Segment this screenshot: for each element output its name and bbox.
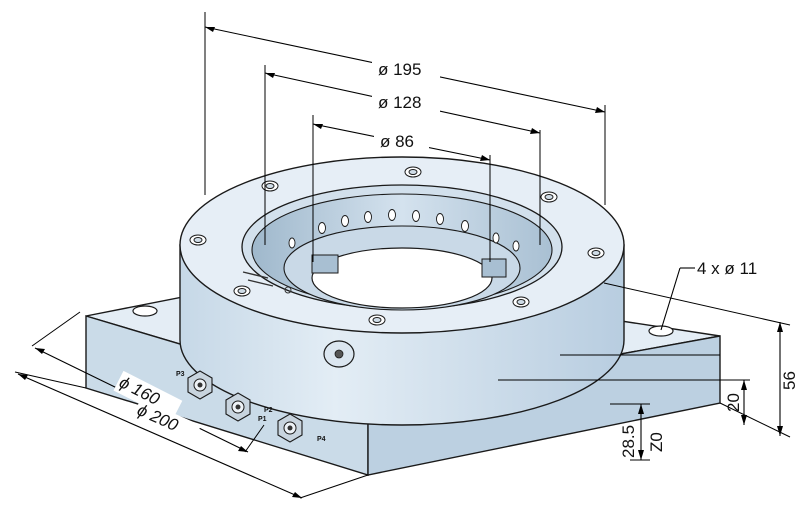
cylinder-body <box>179 156 625 426</box>
port-label-p4: P4 <box>317 436 326 443</box>
fitting-p2-p4 <box>277 413 303 443</box>
label-d195: ø 195 <box>378 60 421 79</box>
port-label-p2: P2 <box>264 407 273 414</box>
locking-element <box>481 258 507 278</box>
mounting-hole <box>132 305 158 317</box>
label-d128: ø 128 <box>378 93 421 112</box>
fitting-p3 <box>187 370 213 400</box>
label-d86: ø 86 <box>380 132 414 151</box>
bore-hole <box>311 247 493 309</box>
mounting-hole <box>648 325 674 337</box>
label-h56: 56 <box>780 371 799 390</box>
pneumatic-fittings: P3 P1 P2 P4 <box>176 370 326 443</box>
label-h28-5: 28.5 <box>619 425 638 458</box>
port-label-p1: P1 <box>258 416 267 423</box>
label-z0: Z0 <box>647 432 666 452</box>
radial-holes <box>288 209 520 252</box>
engraved-marking <box>242 271 292 294</box>
side-port-hole <box>334 349 344 359</box>
port-label-p3: P3 <box>176 371 185 378</box>
label-holes: 4 x ø 11 <box>697 259 757 278</box>
label-h20: 20 <box>724 393 743 412</box>
fitting-p1 <box>225 392 251 422</box>
locking-element <box>311 254 339 274</box>
dim-line-d200 <box>17 373 303 499</box>
bolt-holes <box>189 166 605 326</box>
